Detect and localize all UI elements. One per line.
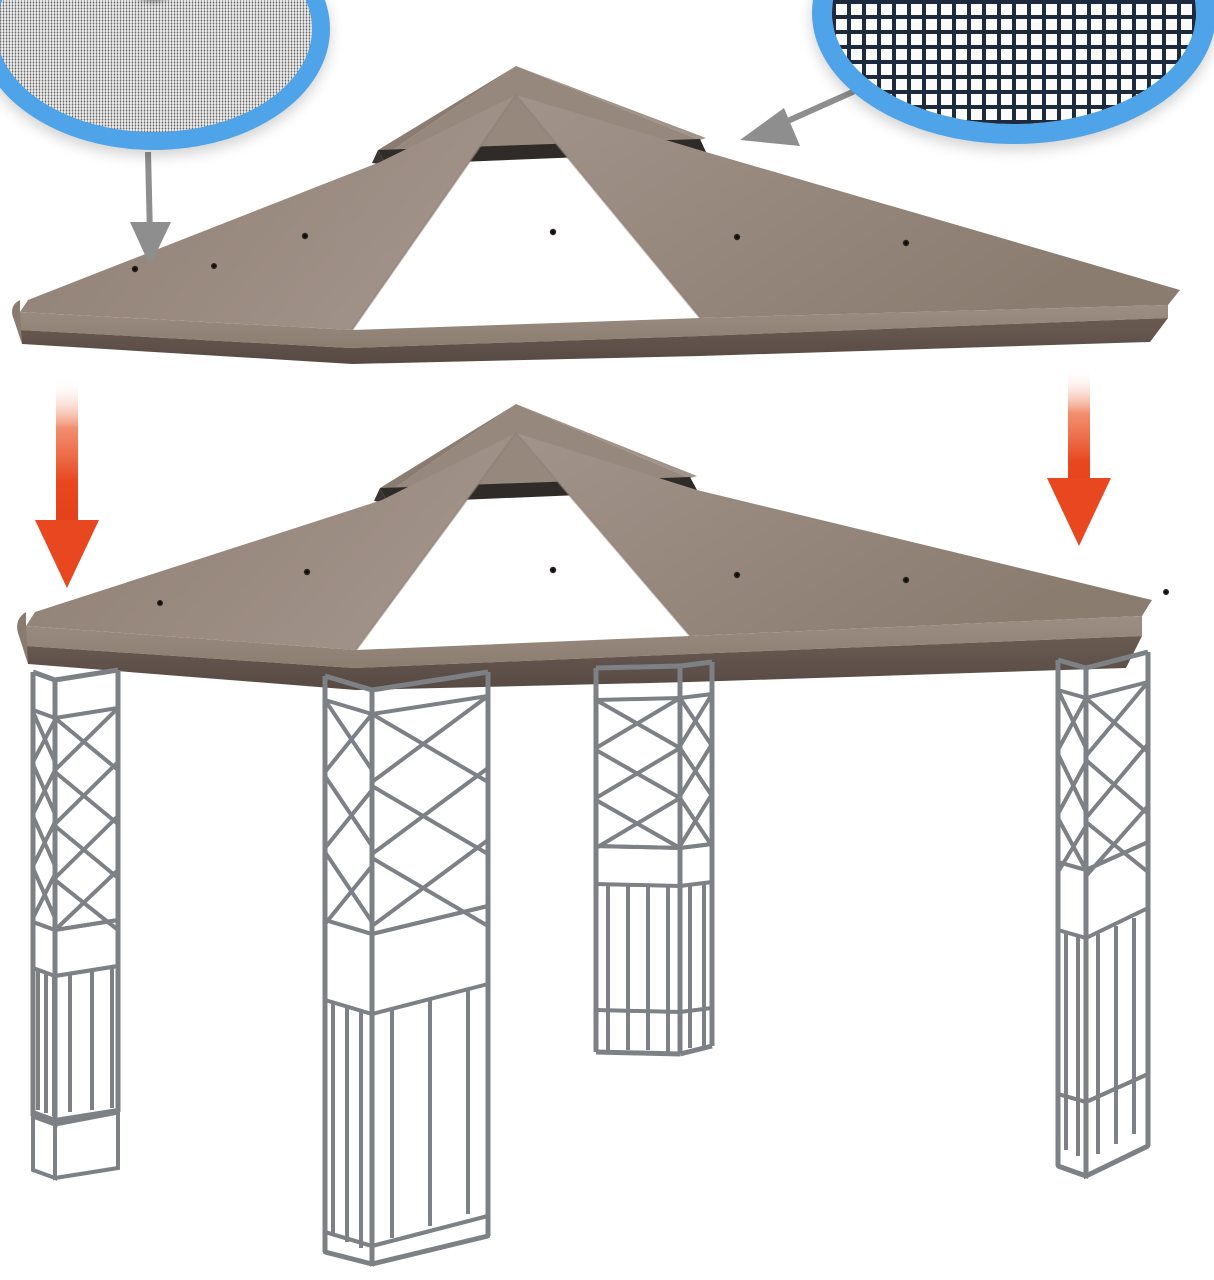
gazebo-leg-back-left: [30, 667, 121, 1181]
installed-canopy-grommets: [157, 566, 1169, 606]
grommet-callout-pointer: [130, 151, 171, 266]
gazebo-leg-front-left: [322, 669, 491, 1267]
mesh-callout-pointer: [740, 83, 868, 146]
gazebo-frame: [30, 649, 1151, 1267]
mesh-closeup-fabric: [832, 0, 1196, 124]
fabric-texture: [0, 0, 312, 132]
top-canopy-main-roof: [12, 94, 1180, 364]
grommet-eyelet-closeup: [0, 0, 330, 150]
top-canopy-grommets: [131, 228, 910, 273]
gazebo-leg-front-right: [1055, 649, 1151, 1180]
grommet-closeup-fabric: [0, 0, 312, 132]
mesh-texture: [832, 0, 1196, 124]
mesh-weave-closeup: [812, 0, 1214, 144]
gazebo-leg-back-right: [593, 659, 715, 1057]
install-direction-arrow-left: [35, 378, 99, 588]
install-direction-arrow-right: [1047, 368, 1111, 546]
installed-canopy-main-roof: [17, 432, 1152, 690]
